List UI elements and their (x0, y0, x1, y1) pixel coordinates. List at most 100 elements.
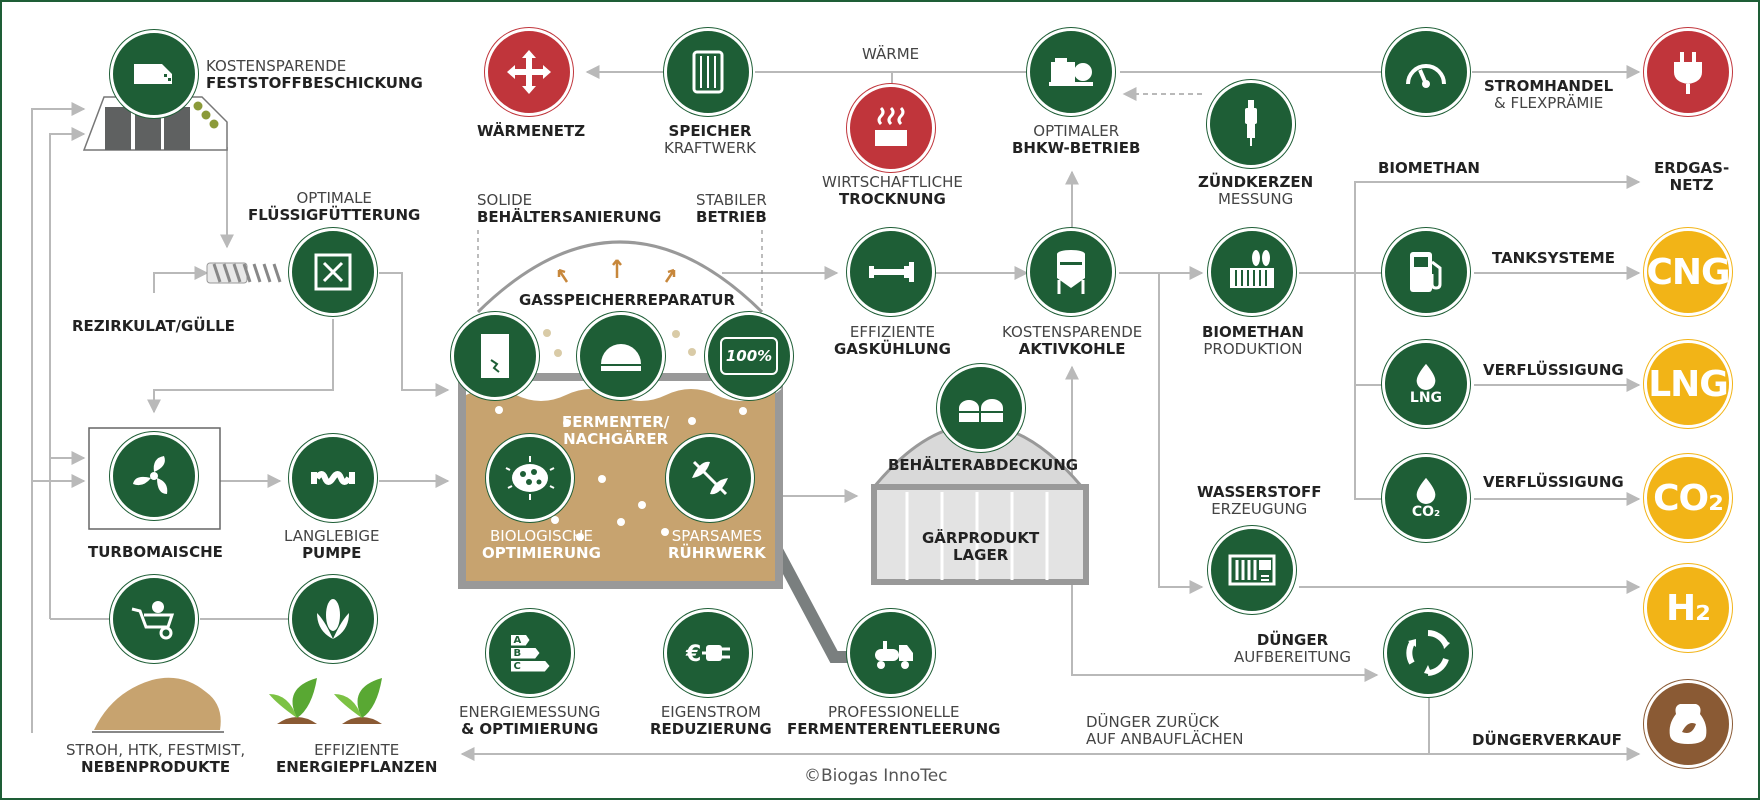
corn-node[interactable] (289, 575, 377, 663)
screw-feeder-illustration (206, 262, 282, 284)
fuel-pump-icon (1410, 252, 1442, 292)
gauge-icon (1406, 64, 1446, 88)
h2-node[interactable]: H₂ (1644, 564, 1732, 652)
storage-plant-node[interactable] (664, 28, 752, 116)
waermenetz-label: WÄRMENETZ (477, 122, 586, 140)
pipe-cooler-icon (869, 262, 914, 282)
heat-network-node[interactable] (485, 28, 573, 116)
bacteria-icon (505, 456, 555, 500)
fertilizer-sale-node[interactable] (1644, 680, 1732, 768)
spark-plug-node[interactable] (1207, 80, 1295, 168)
tank-crack-node[interactable] (451, 312, 539, 400)
power-trading-node[interactable] (1382, 28, 1470, 116)
x-box-icon (314, 253, 352, 291)
biomethan-label: BIOMETHAN (1378, 159, 1480, 177)
chp-node[interactable] (1027, 28, 1115, 116)
hydrogen-production-node[interactable] (1208, 526, 1296, 614)
gasspeicher-label: GASSPEICHERREPARATUR (519, 291, 736, 309)
energiemessung-label: ENERGIEMESSUNG& OPTIMIERUNG (459, 703, 601, 738)
filter-silo-icon (1057, 250, 1085, 294)
gas-dome-node[interactable] (577, 312, 665, 400)
digestate-storage-illustration (870, 423, 1089, 585)
feeder-node[interactable] (110, 30, 198, 118)
covered-tanks-icon (959, 399, 1003, 422)
h2-container-icon (1228, 554, 1276, 586)
storage-cylinder-icon (692, 50, 724, 94)
spark-plug-icon (1245, 100, 1257, 146)
recycle-icon (1406, 630, 1450, 676)
agitator-icon (692, 460, 728, 496)
self-power-node[interactable]: € (664, 609, 752, 697)
pump-node[interactable] (289, 434, 377, 522)
stromhandel-label: STROMHANDEL& FLEXPRÄMIE (1484, 77, 1614, 112)
turbomaische-label: TURBOMAISCHE (88, 543, 223, 561)
biomethane-production-node[interactable] (1208, 228, 1296, 316)
verfl2-label: VERFLÜSSIGUNG (1483, 473, 1624, 491)
tanker-truck-icon (875, 641, 913, 669)
container-icon (1230, 250, 1274, 288)
erdgasnetz-label: ERDGAS-NETZ (1654, 159, 1730, 194)
fertilizer-processing-node[interactable] (1384, 609, 1472, 697)
cng-text: CNG (1646, 251, 1730, 293)
waerme-label: WÄRME (862, 45, 920, 63)
cng-node[interactable]: CNG (1644, 228, 1732, 316)
corn-icon (317, 599, 349, 639)
agitator-node[interactable] (666, 434, 754, 522)
stable-operation-node[interactable]: 100% (705, 312, 793, 400)
gas-cooling-node[interactable] (847, 228, 935, 316)
bio-optimization-node[interactable] (486, 434, 574, 522)
energy-class-icon: A B C (510, 634, 550, 672)
lng-text: LNG (1648, 363, 1729, 405)
fertilizer-bag-icon (1669, 704, 1707, 744)
energy-meter-node[interactable]: A B C (486, 609, 574, 697)
rezirkulat-label: REZIRKULAT/GÜLLE (72, 317, 235, 335)
wheelbarrow-node[interactable] (110, 575, 198, 663)
power-plug-icon (1674, 52, 1702, 94)
heat-waves-icon (875, 106, 907, 146)
dome-icon (601, 344, 641, 371)
turbomaische-node[interactable] (110, 432, 198, 520)
fuel-station-node[interactable] (1382, 228, 1470, 316)
stroh-label: STROH, HTK, FESTMIST,NEBENPRODUKTE (66, 741, 246, 776)
feeder-hopper-illustration (82, 96, 228, 151)
lng-node[interactable]: LNG (1644, 340, 1732, 428)
feeder-icon (134, 64, 172, 84)
co2-node[interactable]: CO₂ (1644, 454, 1732, 542)
grid-plug-node[interactable] (1644, 28, 1732, 116)
wheelbarrow-icon (131, 601, 175, 640)
abdeckung-label: BEHÄLTERABDECKUNG (888, 456, 1079, 474)
cracked-wall-icon (481, 334, 509, 378)
drop-lng-icon: LNG (1410, 362, 1442, 406)
propeller-icon (133, 456, 168, 494)
liquid-feed-node[interactable] (289, 228, 377, 316)
co2-process-node[interactable]: CO₂ (1382, 454, 1470, 542)
drop-co2-icon: CO₂ (1412, 476, 1440, 520)
copyright-text: ©Biogas InnoTec (804, 766, 948, 786)
duengerverkauf-label: DÜNGERVERKAUF (1472, 731, 1622, 749)
cover-node[interactable] (937, 364, 1025, 452)
verfl1-label: VERFLÜSSIGUNG (1483, 361, 1624, 379)
activated-carbon-node[interactable] (1027, 228, 1115, 316)
euro-plug-icon: € (685, 642, 730, 667)
h2-text: H₂ (1666, 587, 1711, 629)
discharge-node[interactable] (847, 609, 935, 697)
drying-node[interactable] (847, 84, 935, 172)
straw-pile-illustration (92, 677, 224, 733)
lng-process-node[interactable]: LNG (1382, 340, 1470, 428)
tanksysteme-label: TANKSYSTEME (1492, 249, 1615, 267)
